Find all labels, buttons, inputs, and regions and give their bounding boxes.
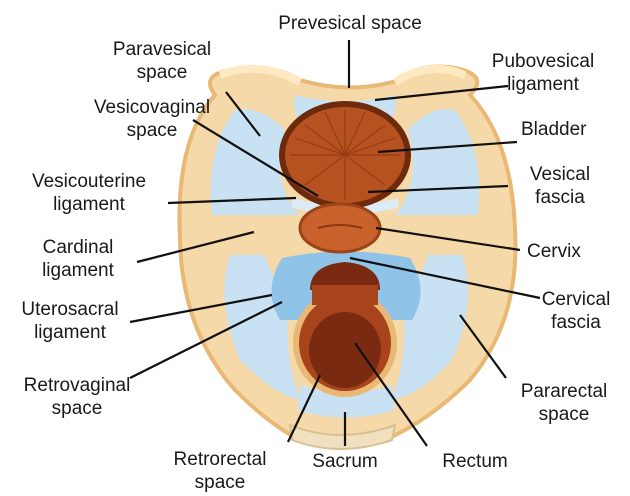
label-bladder: Bladder [521,118,629,141]
label-cardinal-ligament: Cardinal ligament [18,236,138,282]
label-retrorectal-space: Retrorectal space [155,448,285,494]
label-vesicouterine-ligament: Vesicouterine ligament [15,170,163,216]
label-sacrum: Sacrum [295,450,395,473]
label-pubovesical-ligament: Pubovesical ligament [458,50,628,96]
label-vesicovaginal-space: Vesicovaginal space [52,96,252,142]
rectum-neck [312,285,378,305]
label-pararectal-space: Pararectal space [500,380,628,426]
label-cervix: Cervix [527,240,627,263]
cervix-organ [300,204,380,252]
label-uterosacral-ligament: Uterosacral ligament [5,298,135,344]
label-cervical-fascia: Cervical fascia [526,288,626,334]
label-paravesical-space: Paravesical space [62,38,262,84]
label-rectum: Rectum [425,450,525,473]
label-retrovaginal-space: Retrovaginal space [12,374,142,420]
label-vesical-fascia: Vesical fascia [505,163,615,209]
label-prevesical-space: Prevesical space [220,12,480,35]
